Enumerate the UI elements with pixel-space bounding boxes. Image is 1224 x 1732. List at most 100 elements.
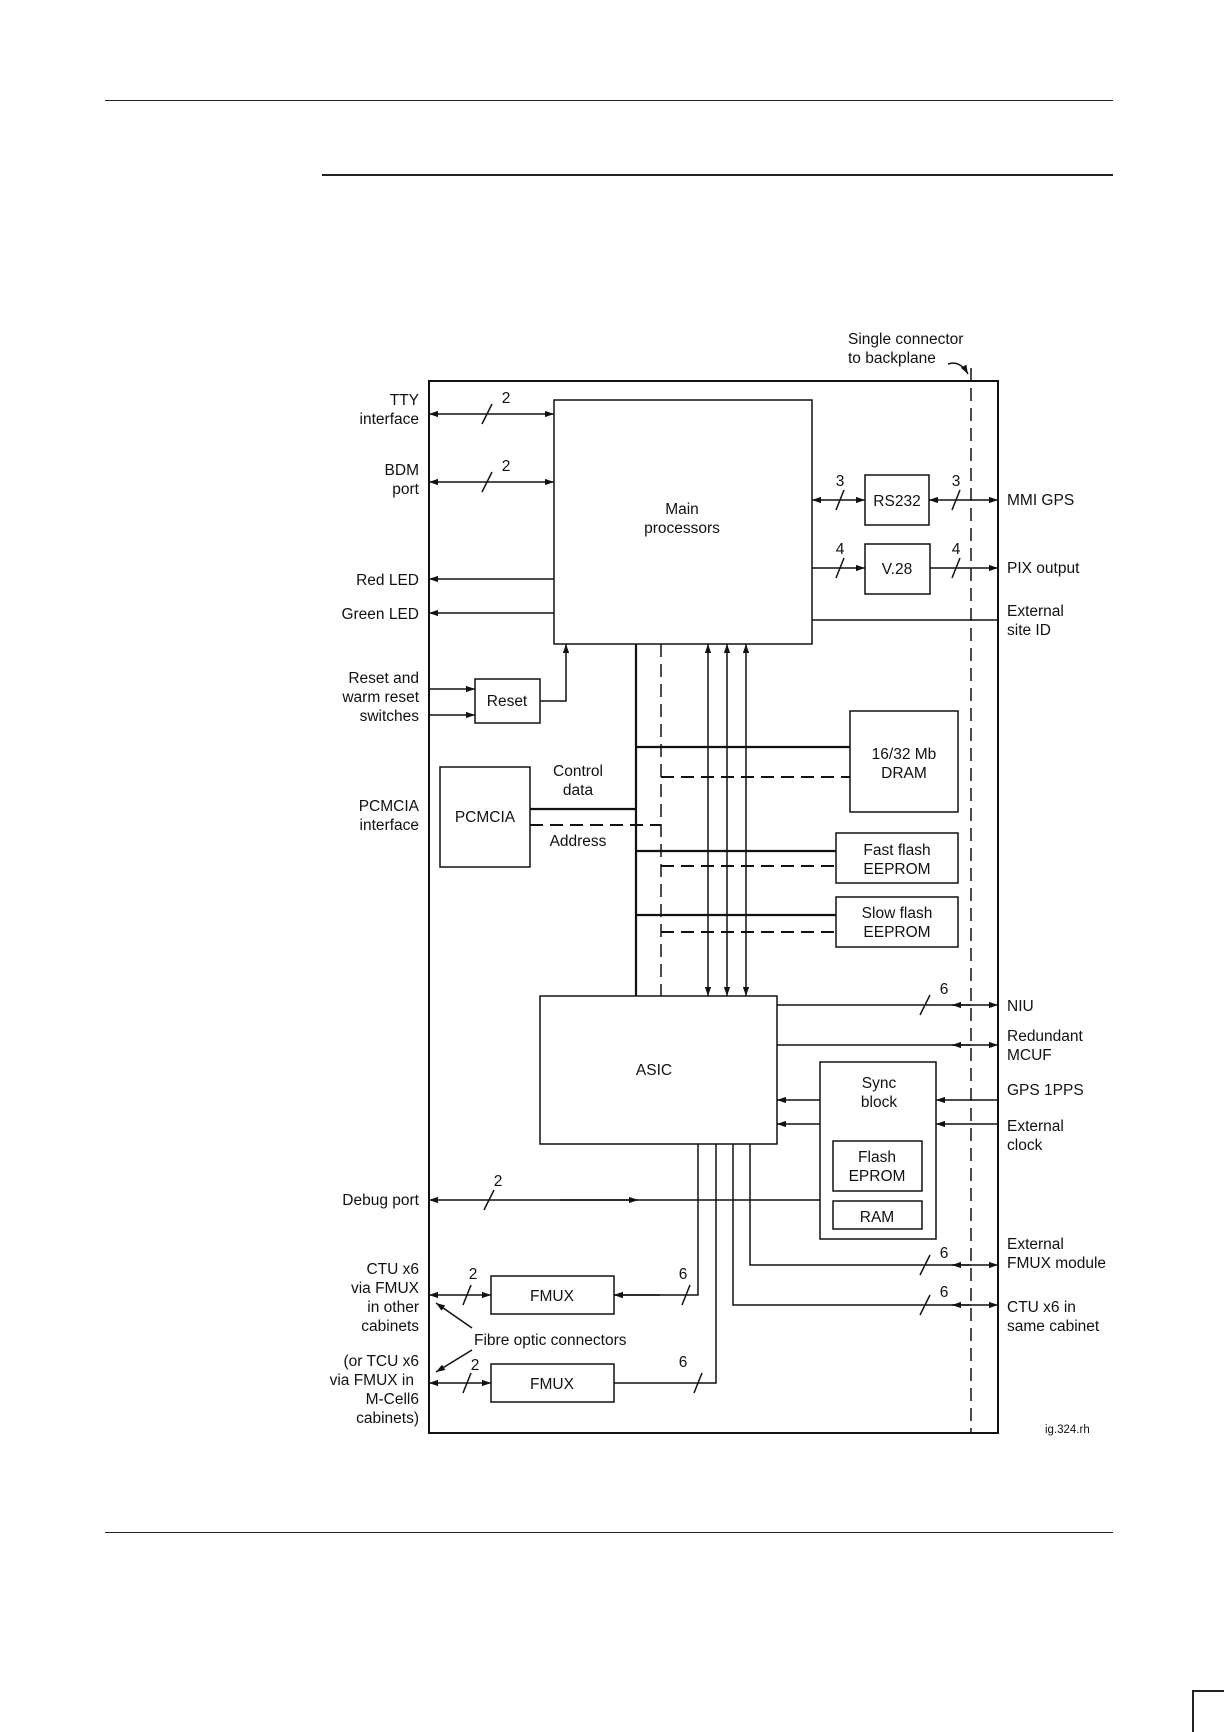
main-processors-label-2: processors <box>644 520 720 537</box>
width-fmux2-in: 2 <box>471 1357 480 1374</box>
slash-ctu-same <box>919 1294 931 1316</box>
flash-eprom-label-1: Flash <box>858 1149 896 1166</box>
asic-label: ASIC <box>636 1062 672 1079</box>
reset-to-main <box>540 644 570 702</box>
sync-block <box>819 1061 937 1240</box>
dram-label-1: 16/32 Mb <box>872 746 937 763</box>
header-rule <box>105 100 1113 101</box>
slash-niu <box>919 994 931 1016</box>
slash-fmux1-out <box>681 1284 691 1306</box>
footer-rule <box>105 1532 1113 1533</box>
main-processors-block <box>553 399 813 645</box>
ctu-other-label-1: CTU x6 <box>366 1261 419 1278</box>
fastflash-label-1: Fast flash <box>863 842 930 859</box>
width-fmux1-in: 2 <box>469 1266 478 1283</box>
dram-label-2: DRAM <box>881 765 927 782</box>
control-label-2: data <box>563 782 594 799</box>
ram-label: RAM <box>860 1209 894 1226</box>
width-v28-out: 4 <box>952 541 961 558</box>
v28-block <box>864 543 931 595</box>
slash-rs232-out <box>951 489 961 511</box>
width-rs232-in: 3 <box>836 473 845 490</box>
tty-label-2: interface <box>360 411 419 428</box>
width-fmux1-out: 6 <box>679 1266 688 1283</box>
slash-tty <box>481 403 493 425</box>
tty-label-1: TTY <box>390 392 419 409</box>
slash-fmux2-out <box>693 1372 703 1394</box>
control-label-1: Control <box>553 763 603 780</box>
connector-label-1: Single connector <box>848 331 963 348</box>
niu-label: NIU <box>1007 998 1034 1015</box>
width-ext-fmux: 6 <box>940 1245 949 1262</box>
slash-v28-out <box>951 557 961 579</box>
width-rs232-out: 3 <box>952 473 961 490</box>
slash-ext-fmux <box>919 1254 931 1276</box>
reset-switches-label-3: switches <box>360 708 420 725</box>
slash-debug <box>483 1189 495 1211</box>
redundant-mcuf-label-2: MCUF <box>1007 1047 1052 1064</box>
green-led-label: Green LED <box>341 606 419 623</box>
ctu-other-label-3: in other <box>367 1299 419 1316</box>
red-led-label: Red LED <box>356 572 419 589</box>
flash-eprom-label-2: EPROM <box>849 1168 906 1185</box>
mmi-gps-label: MMI GPS <box>1007 492 1074 509</box>
reset-label: Reset <box>487 693 528 710</box>
pcmcia-block <box>439 766 531 868</box>
debug-port-label: Debug port <box>342 1192 419 1209</box>
asic-block <box>539 995 778 1145</box>
tcu-label-2: via FMUX in <box>330 1372 414 1389</box>
slash-fmux1-in <box>462 1284 472 1306</box>
redundant-mcuf-label-1: Redundant <box>1007 1028 1084 1045</box>
fastflash-block <box>835 832 959 884</box>
ctu-same-label-1: CTU x6 in <box>1007 1299 1076 1316</box>
pcmcia-label: PCMCIA <box>455 809 516 826</box>
slowflash-block <box>835 896 959 948</box>
ext-site-label-1: External <box>1007 603 1064 620</box>
fibre-pointer-2 <box>435 1349 473 1373</box>
connector-pointer <box>947 362 969 375</box>
ext-clock-label-2: clock <box>1007 1137 1043 1154</box>
rs232-label: RS232 <box>873 493 920 510</box>
ctu-other-label-2: via FMUX <box>351 1280 420 1297</box>
slowflash-label-2: EEPROM <box>863 924 930 941</box>
fibre-pointer-1 <box>435 1302 473 1329</box>
ctu-other-label-4: cabinets <box>361 1318 419 1335</box>
connector-label-2: to backplane <box>848 350 936 367</box>
fmux2-label: FMUX <box>530 1376 575 1393</box>
asic-ctu-same <box>732 1144 998 1309</box>
ext-clock-label-1: External <box>1007 1118 1064 1135</box>
sync-label-1: Sync <box>862 1075 897 1092</box>
width-ctu-same: 6 <box>940 1284 949 1301</box>
section-rule <box>322 174 1113 176</box>
pix-output-label: PIX output <box>1007 560 1080 577</box>
figure-id: ig.324.rh <box>1045 1424 1090 1436</box>
dram-block <box>849 710 959 813</box>
ext-fmux-label-1: External <box>1007 1236 1064 1253</box>
ext-fmux-label-2: FMUX module <box>1007 1255 1106 1272</box>
asic-ext-fmux <box>749 1144 998 1269</box>
slash-fmux2-in <box>462 1372 472 1394</box>
width-debug: 2 <box>494 1173 503 1190</box>
page-corner-mark <box>1192 1690 1224 1732</box>
reset-switches-label-1: Reset and <box>348 670 419 687</box>
tcu-label-1: (or TCU x6 <box>343 1353 419 1370</box>
slash-v28-in <box>835 557 845 579</box>
v28-label: V.28 <box>882 561 912 578</box>
fastflash-label-2: EEPROM <box>863 861 930 878</box>
ctu-same-label-2: same cabinet <box>1007 1318 1100 1335</box>
asic-fmux2 <box>614 1144 717 1384</box>
width-niu: 6 <box>940 981 949 998</box>
pcmcia-interface-label-2: interface <box>360 817 419 834</box>
flash-eprom-block <box>832 1140 923 1192</box>
fmux1-label: FMUX <box>530 1288 575 1305</box>
ext-site-label-2: site ID <box>1007 622 1051 639</box>
width-v28-in: 4 <box>836 541 845 558</box>
ram-block <box>832 1200 923 1230</box>
bdm-label-1: BDM <box>385 462 419 479</box>
tcu-label-3: M-Cell6 <box>366 1391 419 1408</box>
slash-rs232-in <box>835 489 845 511</box>
fibre-optic-label: Fibre optic connectors <box>474 1332 627 1349</box>
board-outline <box>428 380 999 1434</box>
address-label: Address <box>550 833 607 850</box>
